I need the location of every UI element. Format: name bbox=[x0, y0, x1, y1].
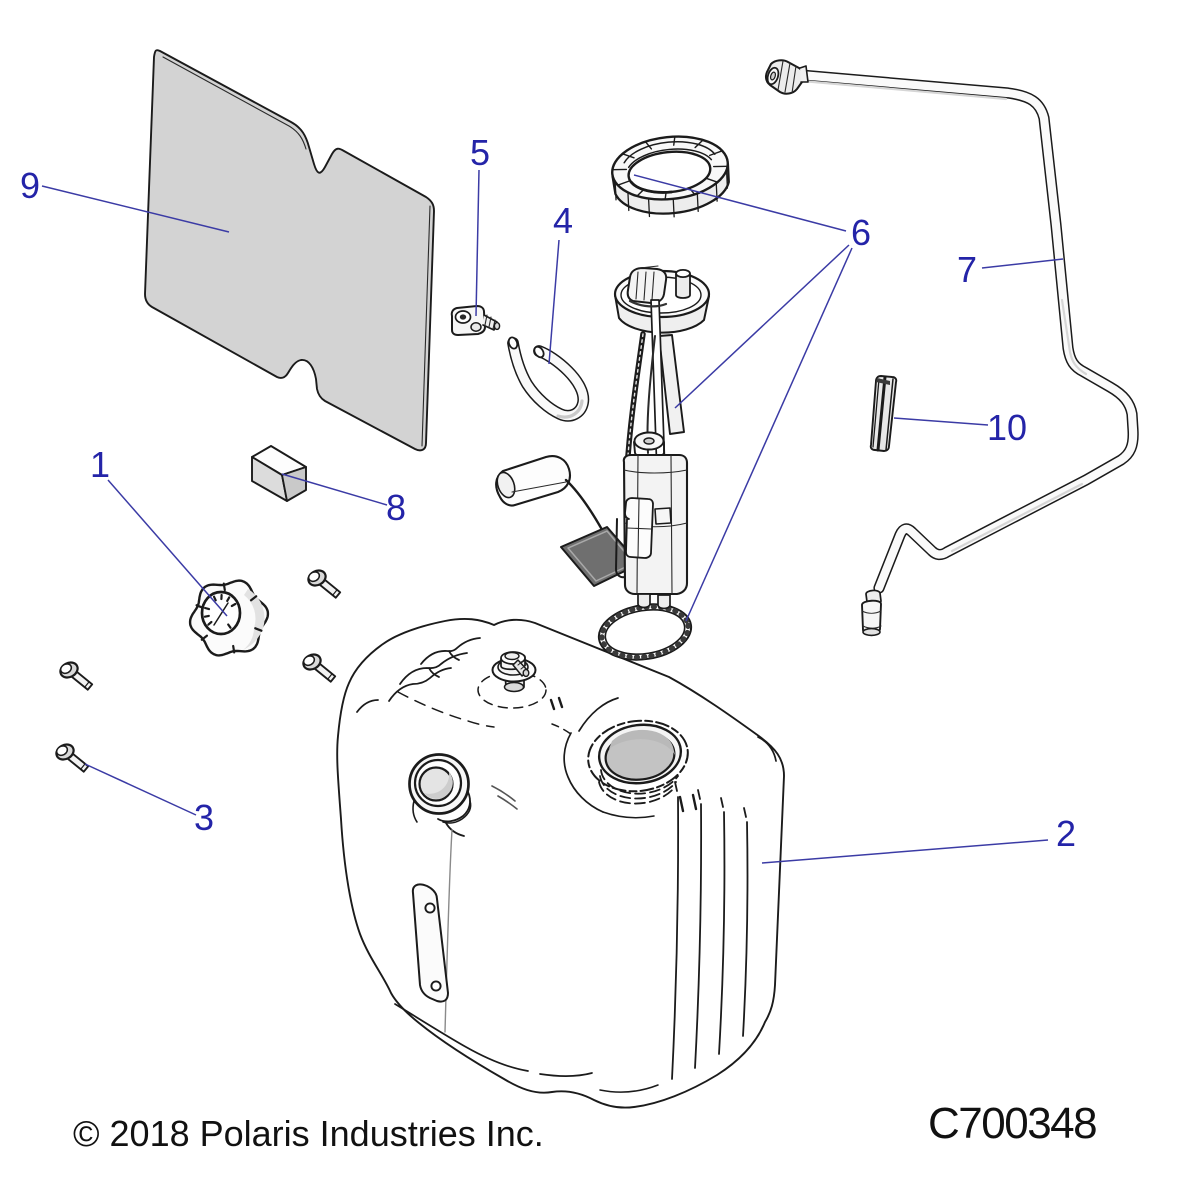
svg-text:C700348: C700348 bbox=[928, 1099, 1096, 1148]
svg-text:5: 5 bbox=[470, 132, 490, 173]
svg-text:10: 10 bbox=[987, 407, 1027, 448]
svg-text:1: 1 bbox=[90, 444, 110, 485]
svg-text:7: 7 bbox=[957, 249, 977, 290]
svg-text:2: 2 bbox=[1056, 813, 1076, 854]
svg-text:© 2018 Polaris Industries Inc.: © 2018 Polaris Industries Inc. bbox=[73, 1113, 544, 1154]
svg-text:6: 6 bbox=[851, 212, 871, 253]
svg-text:3: 3 bbox=[194, 797, 214, 838]
svg-text:4: 4 bbox=[553, 200, 573, 241]
svg-text:9: 9 bbox=[20, 165, 40, 206]
svg-text:8: 8 bbox=[386, 487, 406, 528]
